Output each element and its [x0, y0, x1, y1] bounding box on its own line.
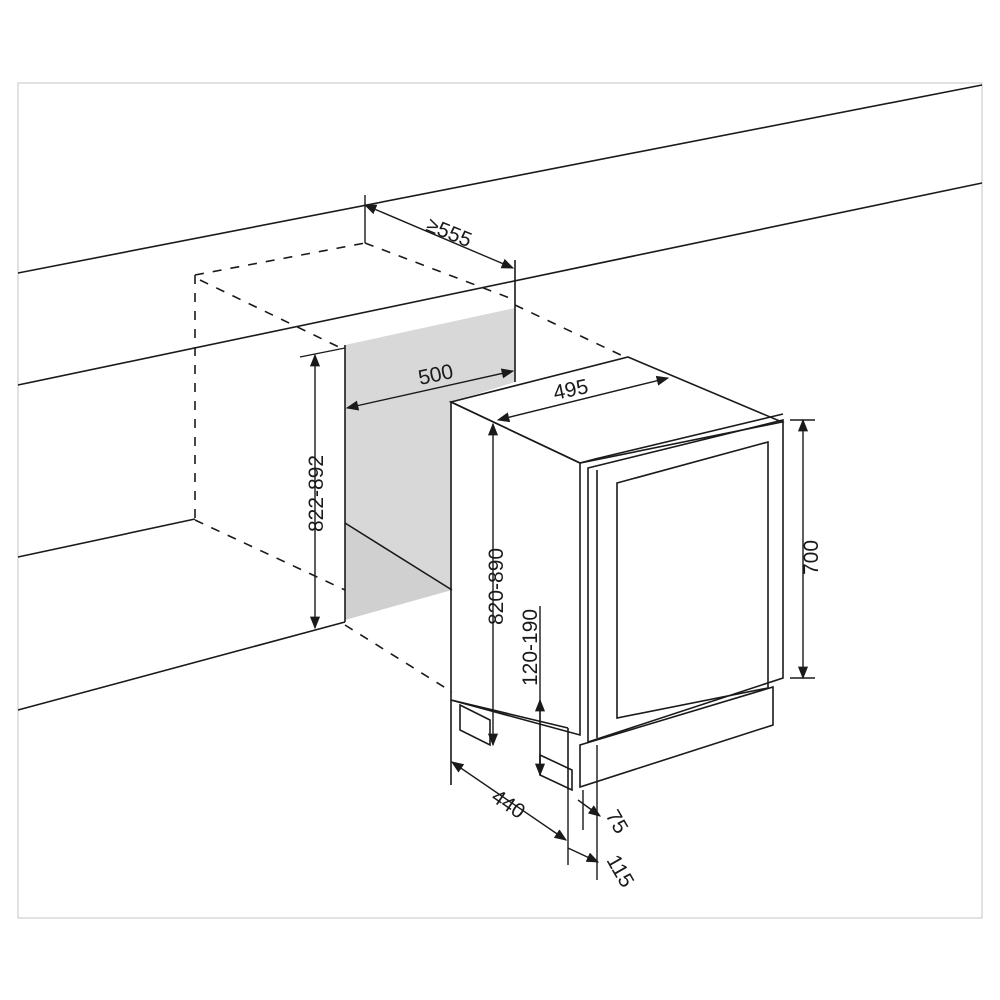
frame-border [17, 82, 983, 919]
foot-rear [459, 703, 491, 747]
appliance-width-label: 495 [551, 375, 590, 405]
door-offset-label: 75 [601, 806, 633, 838]
countertop [17, 84, 983, 711]
plinth-height-label: 120-190 [519, 609, 542, 686]
plinth-offset-label: 115 [602, 851, 639, 891]
door-height-label: 700 [800, 540, 823, 575]
door [587, 418, 784, 744]
door-glass [616, 440, 769, 719]
appliance-height-label: 820-890 [485, 548, 508, 625]
niche-depth-label: ≥555 [423, 213, 475, 252]
niche-height-label: 822-892 [305, 455, 328, 532]
dimension-lines [299, 195, 815, 880]
